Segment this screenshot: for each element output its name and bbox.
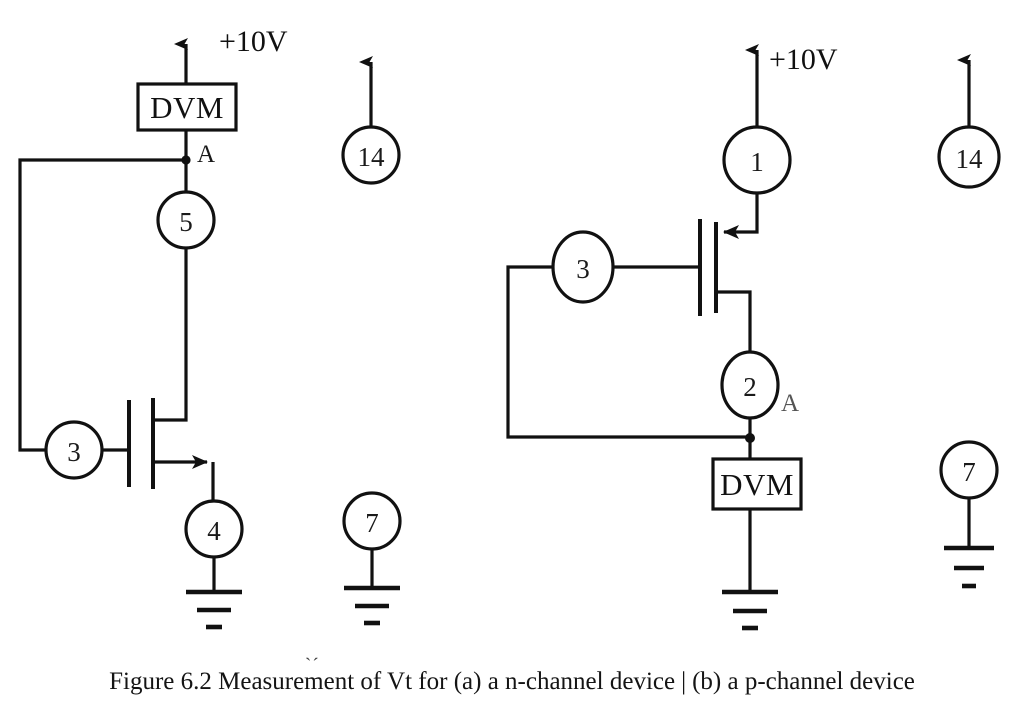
pin-circle-2-label: 2 <box>743 372 757 402</box>
spare-ground-symbol-b <box>944 545 994 589</box>
dvm-box-a-label: DVM <box>150 90 224 125</box>
figure-caption: Figure 6.2 Measurement of Vt for (a) a n… <box>0 668 1024 696</box>
circuit-a-nchannel: DVM 5 3 <box>18 38 402 630</box>
pin-circle-5-label: 5 <box>179 207 193 237</box>
mosfet-b-source-arrow <box>723 193 759 239</box>
spare-pin-7-label-b: 7 <box>962 457 976 487</box>
supply-voltage-label-b: +10V <box>769 43 838 76</box>
dvm-box-b <box>711 457 803 511</box>
wire-drain-b <box>717 290 752 352</box>
spare-pin-7-label-a: 7 <box>365 508 379 538</box>
figure-caption-part-b: (b) a p-channel device <box>692 668 915 695</box>
caption-scan-artifact: `´ <box>305 655 320 676</box>
pin-circle-3-label: 3 <box>67 437 81 467</box>
wire-gate-feedback-a <box>18 158 186 452</box>
node-label-a-circuit-b: A <box>781 390 800 417</box>
spare-ground-symbol-a <box>344 585 400 626</box>
pin-circle-1-label: 1 <box>750 147 764 177</box>
figure-caption-divider: | <box>681 668 687 695</box>
dvm-box-b-label: DVM <box>720 467 794 502</box>
circuit-b-pchannel: 1 3 2 <box>506 44 1001 631</box>
supply-voltage-label-a: +10V <box>219 25 288 58</box>
pin-circle-4-label: 4 <box>207 516 221 546</box>
spare-pin-circle-14-a <box>341 125 401 185</box>
wire-drain-a <box>154 248 188 422</box>
ground-symbol-a <box>186 589 242 630</box>
figure-caption-part-a: Figure 6.2 Measurement of Vt for (a) a n… <box>109 668 676 695</box>
wire-gate-feedback-b <box>506 265 750 439</box>
pin-circle-3-label-b: 3 <box>576 254 590 284</box>
spare-pin-circle-14-b <box>937 125 1001 189</box>
ground-symbol-b <box>722 589 778 631</box>
node-label-a-circuit-a: A <box>197 141 216 168</box>
spare-pin-14-label-a: 14 <box>358 142 386 172</box>
spare-pin-14-label-b: 14 <box>956 144 984 174</box>
